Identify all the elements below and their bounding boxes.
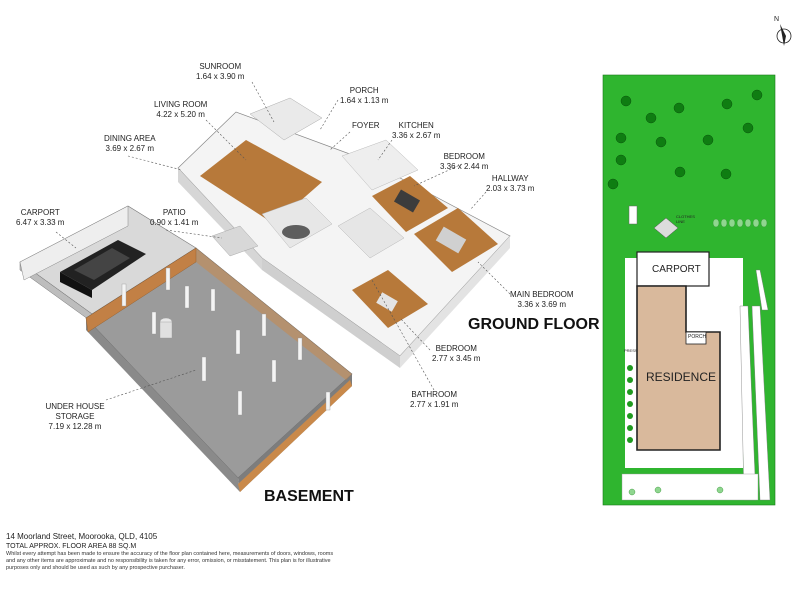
room-dims: 2.03 x 3.73 m <box>486 184 535 193</box>
room-label-kitchen: KITCHEN 3.36 x 2.67 m <box>392 121 440 141</box>
room-dims: 3.69 x 2.67 m <box>105 144 155 153</box>
room-dims: 4.22 x 5.20 m <box>156 110 205 119</box>
room-name: SUNROOM <box>199 62 242 71</box>
site-plan <box>602 74 776 506</box>
room-label-bedroom-1: BEDROOM 3.36 x 2.44 m <box>440 152 488 172</box>
site-porch-label: PORCH <box>688 334 707 340</box>
room-name: DINING AREA <box>104 134 156 143</box>
room-label-porch: PORCH 1.64 x 1.13 m <box>340 86 388 106</box>
site-press-label: PRESS <box>624 348 638 353</box>
room-dims: 3.36 x 3.69 m <box>517 300 567 309</box>
site-residence-label: RESIDENCE <box>646 370 717 384</box>
room-name: UNDER HOUSE STORAGE <box>45 402 105 421</box>
room-dims: 0.90 x 1.41 m <box>150 218 199 227</box>
leader-lines <box>55 81 511 401</box>
clothes-line-icon <box>653 217 679 239</box>
room-name: PORCH <box>349 86 379 95</box>
north-label: N <box>774 16 780 23</box>
room-dims: 2.77 x 3.45 m <box>432 354 481 363</box>
room-dims: 7.19 x 12.28 m <box>48 422 102 431</box>
room-dims: 1.64 x 3.90 m <box>196 72 245 81</box>
room-dims: 2.77 x 1.91 m <box>410 400 459 409</box>
site-clothes-line-label: CLOTHES LINE <box>676 214 695 224</box>
room-label-foyer: FOYER <box>352 121 380 131</box>
room-name: BEDROOM <box>443 152 485 161</box>
room-label-bathroom: BATHROOM 2.77 x 1.91 m <box>410 390 458 410</box>
room-label-patio: PATIO 0.90 x 1.41 m <box>150 208 198 228</box>
site-trees <box>607 89 763 190</box>
ground-floor-isometric <box>177 97 511 368</box>
basement-isometric <box>19 205 353 492</box>
room-dims: 1.64 x 1.13 m <box>340 96 389 105</box>
room-name: BATHROOM <box>411 390 458 399</box>
footer: 14 Moorland Street, Moorooka, QLD, 4105 … <box>6 532 336 571</box>
living-room-floor <box>200 140 322 224</box>
room-label-dining-area: DINING AREA 3.69 x 2.67 m <box>104 134 156 154</box>
footer-disclaimer: Whilst every attempt has been made to en… <box>6 551 334 571</box>
car-icon <box>60 240 146 298</box>
room-name: FOYER <box>352 121 380 130</box>
site-porch <box>685 331 707 345</box>
room-name: PATIO <box>162 208 186 217</box>
room-label-living-room: LIVING ROOM 4.22 x 5.20 m <box>154 100 207 120</box>
north-arrow-icon <box>776 24 792 46</box>
basement-columns <box>121 267 331 416</box>
room-name: BEDROOM <box>435 344 477 353</box>
room-label-sunroom: SUNROOM 1.64 x 3.90 m <box>196 62 244 82</box>
basement-title: BASEMENT <box>264 488 354 505</box>
room-label-main-bedroom: MAIN BEDROOM 3.36 x 3.69 m <box>510 290 574 310</box>
room-name: LIVING ROOM <box>154 100 208 109</box>
room-dims: 3.36 x 2.67 m <box>392 131 441 140</box>
site-carport-label: CARPORT <box>652 264 701 275</box>
hedge-row <box>712 218 768 228</box>
room-name: MAIN BEDROOM <box>510 290 574 299</box>
room-label-carport: CARPORT 6.47 x 3.33 m <box>16 208 64 228</box>
footer-total-area: TOTAL APPROX. FLOOR AREA 88 SQ.M <box>6 543 137 550</box>
room-dims: 6.47 x 3.33 m <box>16 218 65 227</box>
room-dims: 3.36 x 2.44 m <box>440 162 489 171</box>
room-name: CARPORT <box>20 208 60 217</box>
room-name: KITCHEN <box>398 121 434 130</box>
site-carport <box>636 251 710 287</box>
ground-floor-title: GROUND FLOOR <box>468 316 600 333</box>
footer-address: 14 Moorland Street, Moorooka, QLD, 4105 <box>6 532 158 541</box>
room-label-hallway: HALLWAY 2.03 x 3.73 m <box>486 174 534 194</box>
site-residence <box>636 285 721 451</box>
room-label-bedroom-2: BEDROOM 2.77 x 3.45 m <box>432 344 480 364</box>
room-label-under-house-storage: UNDER HOUSE STORAGE 7.19 x 12.28 m <box>42 402 108 432</box>
room-name: HALLWAY <box>491 174 529 183</box>
